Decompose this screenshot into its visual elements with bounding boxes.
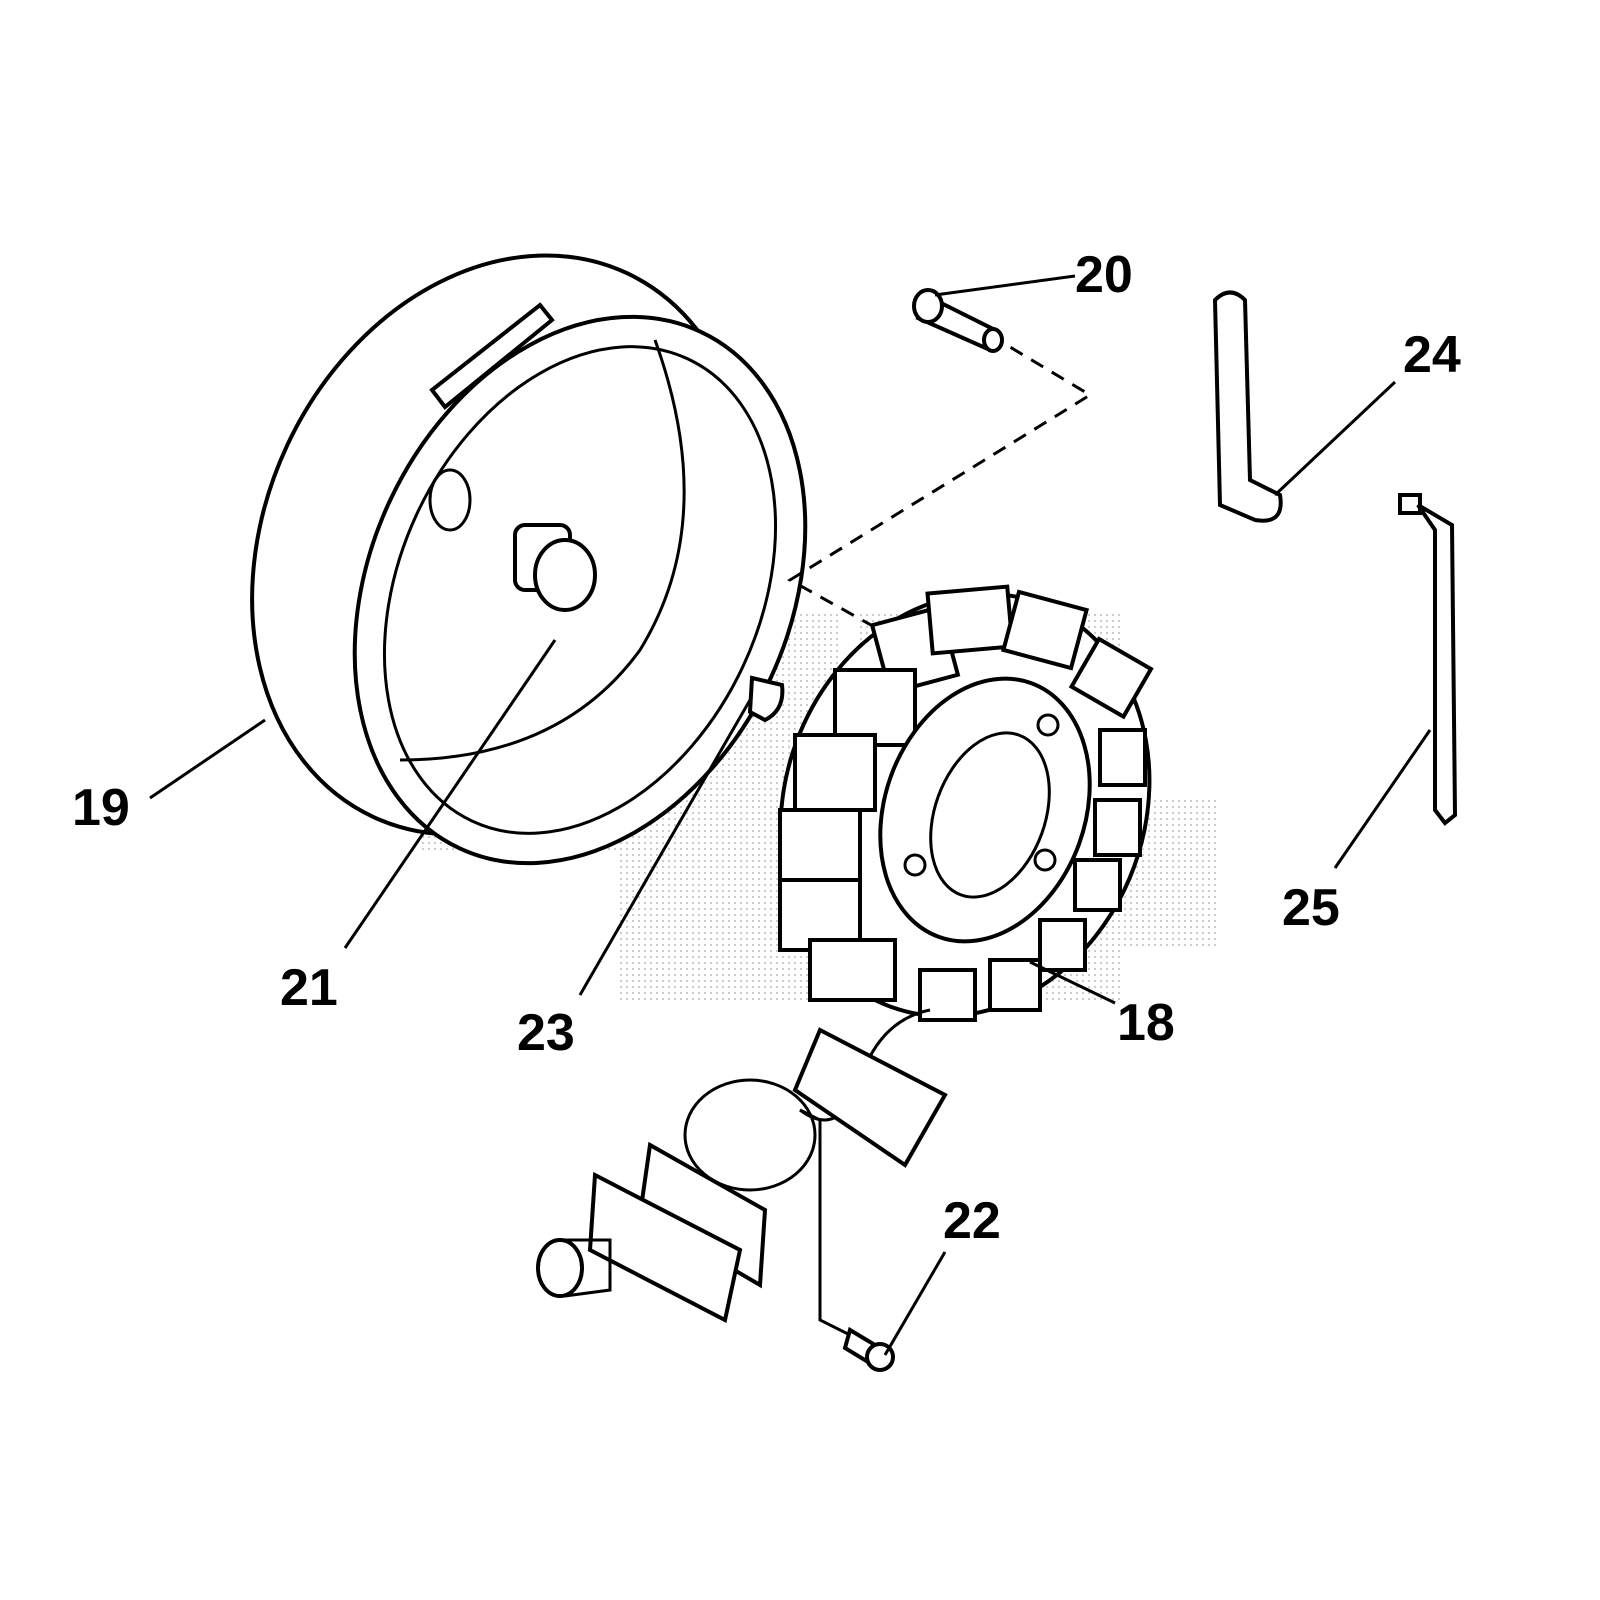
callout-18: 18 (1117, 994, 1175, 1052)
woodruff-key (747, 675, 785, 723)
leader-19 (149, 718, 266, 800)
wire-clip (1212, 290, 1283, 523)
callout-21: 21 (280, 959, 338, 1017)
leader-23 (578, 699, 752, 996)
leader-18 (1029, 960, 1116, 1005)
flywheel-nut (513, 523, 597, 612)
alignment-dashed-line (787, 333, 1093, 632)
leader-21 (343, 639, 557, 949)
connector (536, 1141, 768, 1323)
flywheel (250, 253, 808, 866)
callout-22: 22 (943, 1192, 1001, 1250)
callout-19: 19 (72, 779, 130, 837)
cable-tie (1398, 493, 1458, 826)
callout-23: 23 (517, 1004, 575, 1062)
leader-20 (934, 274, 1076, 297)
leader-lines (149, 274, 1432, 1356)
callout-25: 25 (1282, 879, 1340, 937)
leader-24 (1273, 380, 1397, 497)
leader-22 (883, 1251, 947, 1356)
screw (842, 1326, 895, 1372)
callout-20: 20 (1075, 246, 1133, 304)
stator-teeth (778, 584, 1154, 1022)
flywheel-slot (429, 302, 555, 410)
callout-24: 24 (1403, 326, 1461, 384)
stator (778, 584, 1154, 1022)
bolt (912, 288, 1004, 353)
stator-wiring (536, 1008, 948, 1342)
leader-25 (1333, 729, 1432, 869)
